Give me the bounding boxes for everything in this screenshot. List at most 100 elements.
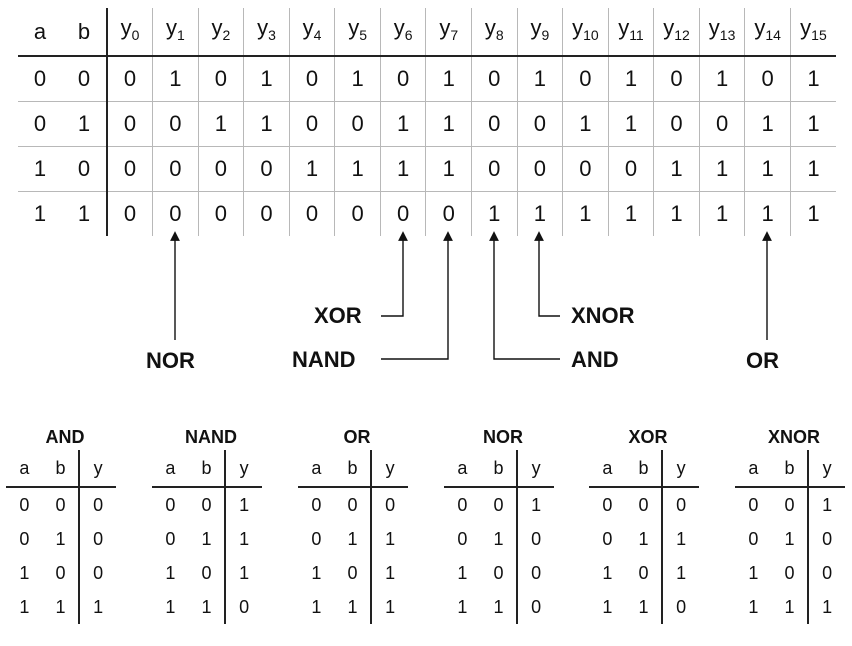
gate-table-cell: 1 <box>661 522 699 556</box>
gate-table-cell: 0 <box>201 562 212 583</box>
gate-table-title: NOR <box>483 427 523 447</box>
output-cell: 1 <box>607 101 654 147</box>
output-cell: 0 <box>516 101 563 147</box>
output-cell: 0 <box>653 56 700 102</box>
gate-table-cell: 1 <box>165 596 176 617</box>
and-arrow <box>489 231 560 360</box>
gate-table-header-a: a <box>735 450 772 488</box>
gate-table-cell: 0 <box>78 522 116 556</box>
output-cell: 0 <box>334 191 381 236</box>
gate-table-header-b: b <box>625 450 663 488</box>
output-cell: 1 <box>425 56 472 102</box>
output-cell: 0 <box>106 56 153 102</box>
gate-table-cell: 0 <box>370 487 408 522</box>
output-cell: 1 <box>698 191 745 236</box>
input-header-b: b <box>62 8 107 57</box>
gate-table-header-a: a <box>298 450 335 488</box>
output-cell: 0 <box>106 101 153 147</box>
output-header-y10: y10 <box>562 8 609 57</box>
gate-table-cell: 1 <box>311 562 322 583</box>
output-cell: 0 <box>152 191 199 236</box>
gate-table-cell: 1 <box>201 528 212 549</box>
gate-table-cell: 1 <box>602 596 613 617</box>
output-cell: 1 <box>789 146 836 192</box>
output-cell: 1 <box>607 56 654 102</box>
output-cell: 1 <box>607 191 654 236</box>
gate-table-cell: 0 <box>602 494 613 515</box>
nor-label: NOR <box>146 348 195 373</box>
gate-table-cell: 0 <box>493 494 504 515</box>
gate-table-cell: 1 <box>748 596 759 617</box>
gate-table-cell: 0 <box>78 487 116 522</box>
gate-table-cell: 0 <box>807 556 845 590</box>
gate-table-cell: 1 <box>370 590 408 624</box>
output-cell: 1 <box>334 56 381 102</box>
gate-table-cell: 0 <box>55 494 66 515</box>
output-cell: 1 <box>152 56 199 102</box>
output-cell: 0 <box>243 191 290 236</box>
output-cell: 1 <box>243 101 290 147</box>
output-cell: 0 <box>106 191 153 236</box>
gate-table-cell: 1 <box>370 522 408 556</box>
gate-table-cell: 0 <box>457 494 468 515</box>
gate-table-cell: 0 <box>516 522 554 556</box>
output-header-y13: y13 <box>698 8 745 57</box>
output-header-y6: y6 <box>379 8 426 57</box>
output-cell: 1 <box>379 146 426 192</box>
output-cell: 1 <box>789 56 836 102</box>
gate-table-cell: 0 <box>224 590 262 624</box>
gate-table-cell: 0 <box>516 556 554 590</box>
output-cell: 0 <box>243 146 290 192</box>
output-cell: 1 <box>516 191 563 236</box>
gate-table-cell: 1 <box>224 556 262 590</box>
output-cell: 0 <box>152 101 199 147</box>
gate-table-cell: 0 <box>55 562 66 583</box>
output-cell: 1 <box>516 56 563 102</box>
gate-table-cell: 1 <box>165 562 176 583</box>
output-cell: 0 <box>197 56 244 102</box>
output-cell: 1 <box>562 191 609 236</box>
gate-table-cell: 1 <box>493 528 504 549</box>
gate-table-cell: 1 <box>55 528 66 549</box>
output-cell: 1 <box>744 191 791 236</box>
gate-table-cell: 1 <box>347 596 358 617</box>
output-cell: 1 <box>425 146 472 192</box>
gate-table-cell: 1 <box>602 562 613 583</box>
output-cell: 0 <box>425 191 472 236</box>
gate-table-header-y: y <box>661 450 699 488</box>
output-cell: 0 <box>744 56 791 102</box>
gate-table-cell: 1 <box>78 590 116 624</box>
input-cell: 1 <box>62 191 107 236</box>
gate-table-title: NAND <box>185 427 237 447</box>
xor-arrow <box>381 231 408 317</box>
gate-table-cell: 0 <box>516 590 554 624</box>
or-label: OR <box>746 348 779 373</box>
gate-table-cell: 1 <box>638 528 649 549</box>
output-cell: 1 <box>379 101 426 147</box>
nand-label: NAND <box>292 347 356 372</box>
gate-table-cell: 1 <box>784 528 795 549</box>
output-header-y12: y12 <box>653 8 700 57</box>
output-cell: 0 <box>288 101 335 147</box>
gate-table-cell: 1 <box>748 562 759 583</box>
gate-table-cell: 0 <box>784 562 795 583</box>
output-header-y4: y4 <box>288 8 335 57</box>
output-cell: 0 <box>334 101 381 147</box>
